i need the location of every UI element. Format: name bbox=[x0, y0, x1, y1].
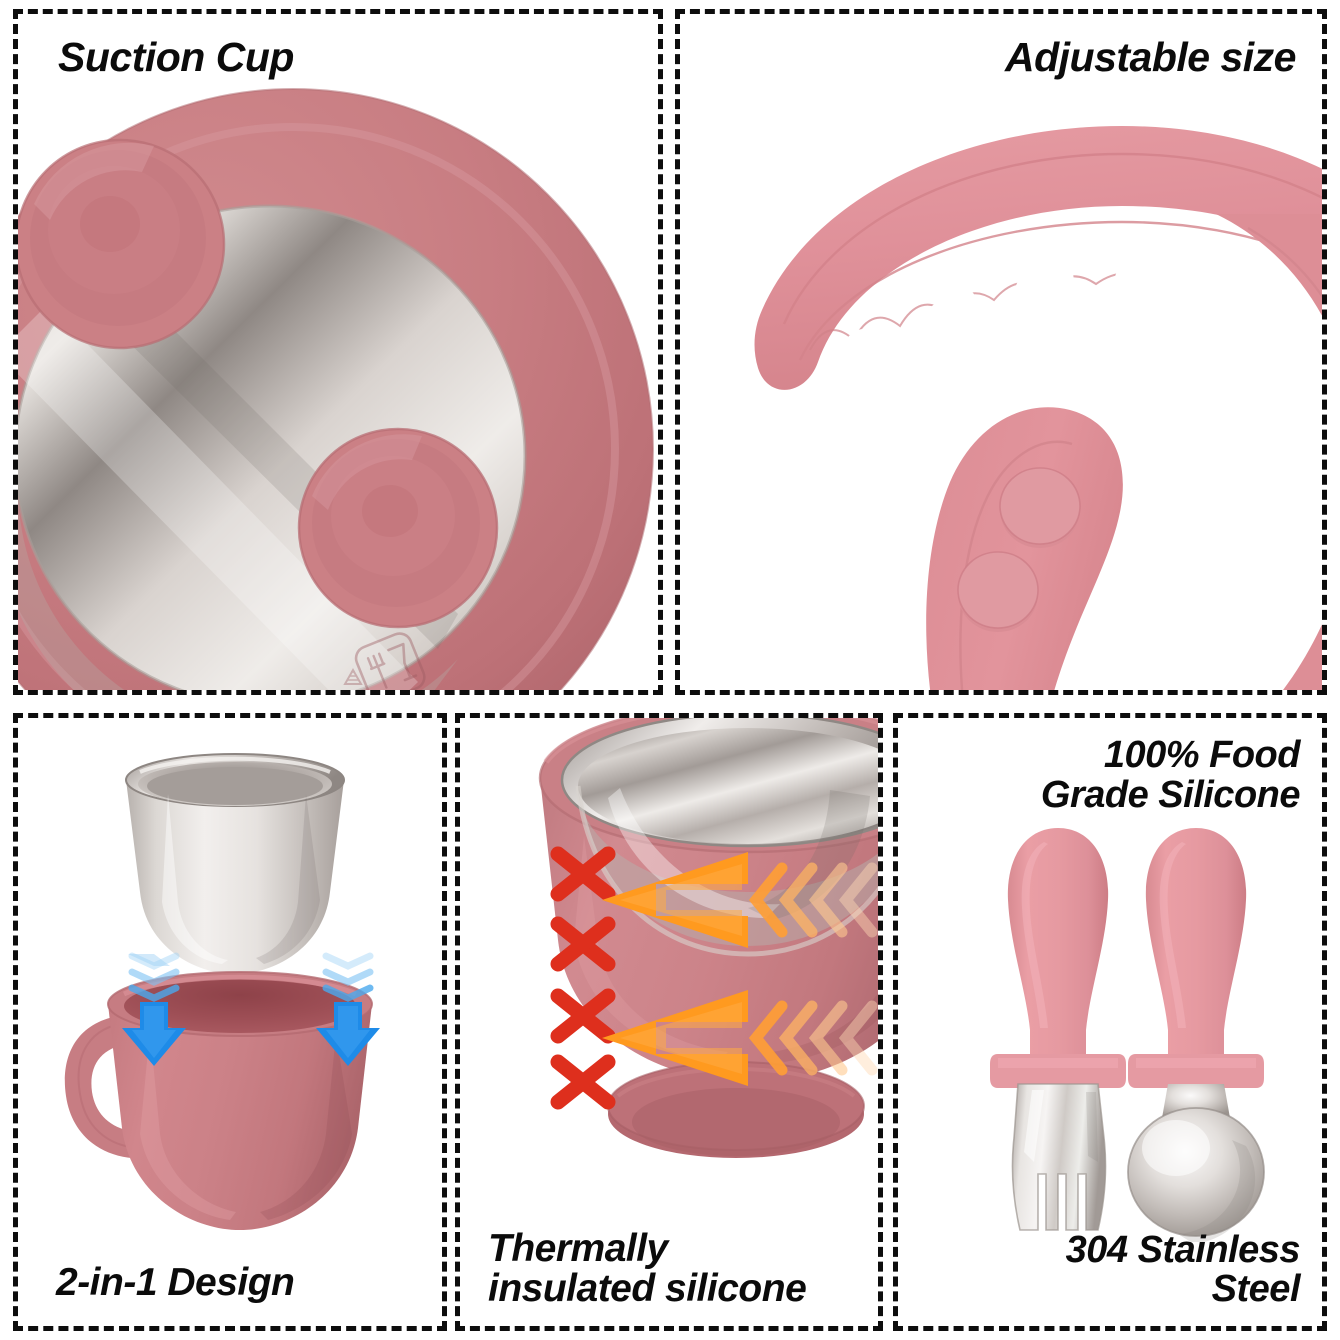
suction-cup-upper bbox=[18, 134, 230, 354]
panel-two-in-one-design: 2-in-1 Design bbox=[13, 713, 447, 1331]
panel-thermally-insulated: Thermally insulated silicone bbox=[455, 713, 883, 1331]
toddler-spoon bbox=[1112, 822, 1282, 1242]
heat-arrow-upper bbox=[596, 848, 878, 958]
caption-thermally-insulated: Thermally insulated silicone bbox=[488, 1226, 807, 1311]
food-safe-fork-glass-icon bbox=[343, 626, 453, 690]
insert-arrow-right bbox=[308, 950, 418, 1070]
panel-adjustable-size: Adjustable size bbox=[675, 9, 1327, 695]
caption-two-in-one-design: 2-in-1 Design bbox=[56, 1261, 295, 1305]
silicone-bib-illustration bbox=[722, 110, 1322, 690]
caption-stainless-steel: 304 Stainless Steel bbox=[1065, 1228, 1301, 1311]
silicone-outer-cup bbox=[54, 948, 422, 1248]
stainless-inner-cup bbox=[110, 752, 360, 1002]
bib-right-strap bbox=[1120, 214, 1322, 690]
suction-cup-lower bbox=[296, 426, 501, 631]
heat-block-x-marks bbox=[544, 846, 654, 1116]
caption-adjustable-size: Adjustable size bbox=[1005, 34, 1296, 80]
insert-arrow-left bbox=[114, 950, 224, 1070]
toddler-fork bbox=[974, 822, 1144, 1242]
heat-arrow-lower bbox=[596, 986, 878, 1096]
caption-suction-cup: Suction Cup bbox=[58, 34, 294, 80]
bowl-suction-base bbox=[586, 1048, 878, 1248]
panel-food-grade-silicone: 100% Food Grade Silicone 304 Stainless S… bbox=[893, 713, 1327, 1331]
panel-suction-cup: Suction Cup bbox=[13, 9, 663, 695]
caption-food-grade-silicone: 100% Food Grade Silicone bbox=[1040, 734, 1301, 816]
